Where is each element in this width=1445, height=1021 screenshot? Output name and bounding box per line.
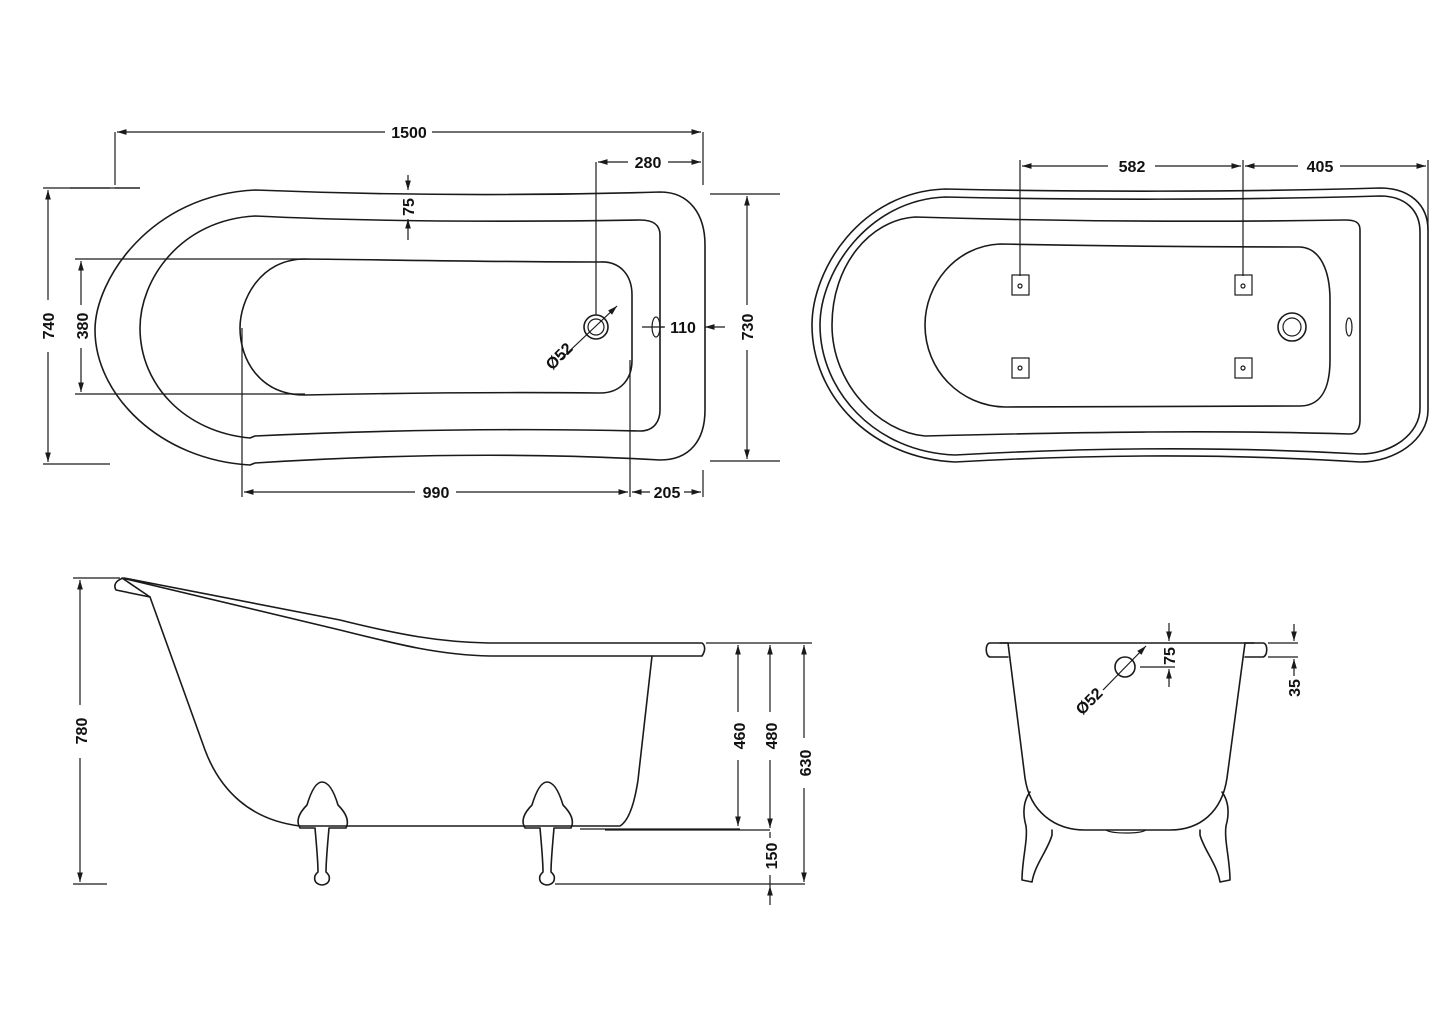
dim-780: 780 — [74, 718, 91, 745]
side-elevation: 780 460 480 630 150 — [73, 577, 815, 905]
foot-pad-3 — [1011, 357, 1030, 379]
inner-rim-outline — [139, 215, 661, 439]
basin-outline-2 — [924, 243, 1331, 408]
inner-rim-outline-2 — [831, 216, 1361, 437]
foot-pad-4 — [1234, 357, 1253, 379]
dim-582: 582 — [1119, 159, 1146, 176]
foot-pad-2 — [1234, 274, 1253, 296]
overflow-slot-icon-2 — [1345, 317, 1353, 337]
dim-overflow-diameter: Ø52 — [1073, 685, 1106, 718]
dim-280: 280 — [635, 155, 662, 172]
claw-foot-left — [297, 781, 349, 886]
dim-75: 75 — [401, 198, 418, 216]
bath-body — [149, 596, 653, 827]
end-elevation: Ø52 75 35 — [985, 623, 1304, 883]
end-rim-right — [1244, 642, 1268, 658]
dim-waste-diameter: Ø52 — [543, 340, 576, 373]
waste-inner-icon-2 — [1282, 317, 1302, 337]
dim-150: 150 — [764, 843, 781, 870]
dim-740: 740 — [41, 313, 58, 340]
overflow-circle-icon — [1114, 656, 1136, 678]
dim-480: 480 — [764, 723, 781, 750]
end-foot-left — [1021, 791, 1053, 883]
slipper-rim — [114, 577, 706, 657]
dim-460: 460 — [732, 723, 749, 750]
plan-view-feet: 582 405 — [811, 159, 1429, 463]
outer-rim-outline-2 — [811, 187, 1429, 463]
dim-990: 990 — [423, 485, 450, 502]
dim-730: 730 — [740, 314, 757, 341]
dim-630: 630 — [798, 750, 815, 777]
basin-outline — [239, 258, 633, 396]
outer-rim-outline-3 — [819, 195, 1421, 456]
end-rim-left — [985, 642, 1009, 658]
foot-pad-1 — [1011, 274, 1030, 296]
dim-380: 380 — [75, 313, 92, 340]
claw-foot-right — [522, 781, 574, 886]
waste-outer-icon-2 — [1277, 312, 1307, 342]
plan-view-dimensions: 1500 280 75 740 380 730 110 — [41, 125, 780, 502]
dim-75-end: 75 — [1162, 647, 1179, 665]
dim-1500: 1500 — [391, 125, 427, 142]
outer-rim-outline — [94, 189, 706, 466]
dim-110: 110 — [670, 320, 696, 337]
waste-inner-icon — [587, 318, 605, 336]
end-foot-right — [1199, 791, 1231, 883]
dim-35: 35 — [1287, 679, 1304, 697]
end-body — [1007, 642, 1246, 831]
dim-405: 405 — [1307, 159, 1334, 176]
dim-205: 205 — [654, 485, 681, 502]
